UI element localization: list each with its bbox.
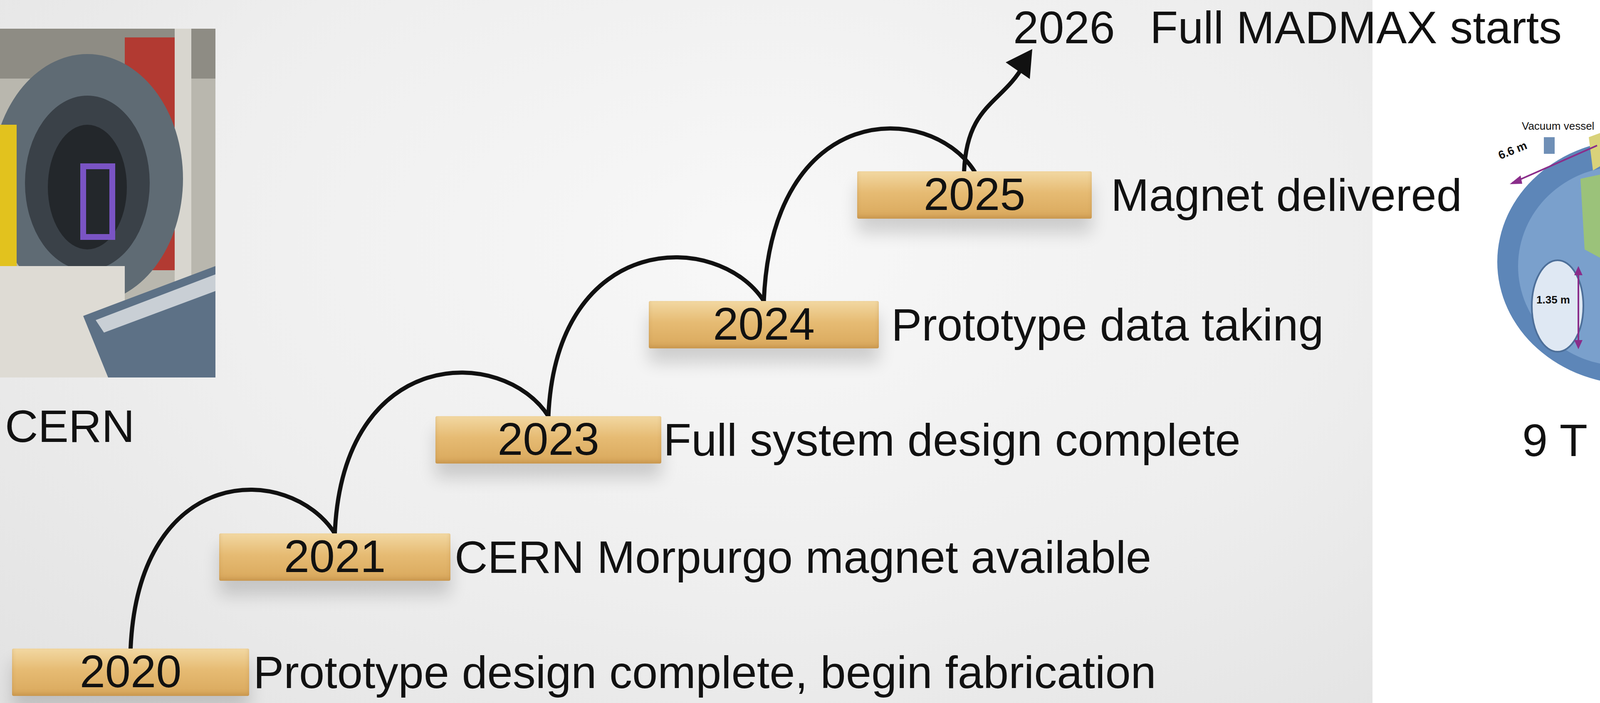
milestone-text: Prototype data taking	[891, 298, 1324, 352]
yellow-part	[1588, 133, 1600, 171]
vessel-hole	[1531, 260, 1584, 352]
magnet-bore	[24, 95, 150, 271]
magnet-hole	[47, 124, 127, 250]
milestone-text: Magnet delivered	[1110, 168, 1462, 222]
purple-frame	[83, 166, 113, 238]
dimension-head-2	[1574, 266, 1583, 276]
text-label: Full MADMAX starts	[1149, 0, 1562, 55]
wood-block: 2021CERN Morpurgo magnet available	[219, 533, 451, 582]
blue-box	[83, 266, 216, 378]
dimension-head-3	[1574, 340, 1583, 350]
vessel-face	[1518, 166, 1600, 366]
wood-block: 2025Magnet delivered	[857, 171, 1092, 219]
dimension-line-2	[1577, 270, 1580, 346]
green-part	[1580, 174, 1600, 258]
photo-group	[0, 28, 216, 378]
text-label: Vacuum vessel	[1520, 119, 1596, 133]
year-label: 2021	[219, 533, 451, 580]
text-label: 9 T	[1522, 412, 1588, 468]
text-label: CERN	[4, 398, 135, 454]
text-label: 6.6 m	[1494, 137, 1531, 164]
milestone-text: Full system design complete	[663, 413, 1241, 467]
milestone-text: CERN Morpurgo magnet available	[454, 531, 1152, 584]
text-label: 1.35 m	[1534, 293, 1572, 307]
vessel-group	[1497, 133, 1600, 385]
text-label: 2026	[1013, 0, 1116, 55]
year-label: 2023	[435, 416, 662, 463]
wood-block: 2020Prototype design complete, begin fab…	[12, 648, 250, 697]
wood-block: 2024Prototype data taking	[648, 301, 879, 349]
vessel-port	[1543, 137, 1555, 154]
dimension-head	[1509, 175, 1523, 185]
arrow-head	[1005, 49, 1033, 80]
arrow-path	[964, 64, 1024, 172]
year-label: 2024	[648, 301, 879, 347]
year-label: 2020	[12, 648, 250, 695]
year-label: 2025	[857, 171, 1092, 218]
milestone-text: Prototype design complete, begin fabrica…	[253, 646, 1157, 700]
wood-block: 2023Full system design complete	[435, 416, 662, 464]
blue-box-top	[95, 274, 216, 333]
vessel-body	[1497, 139, 1600, 385]
